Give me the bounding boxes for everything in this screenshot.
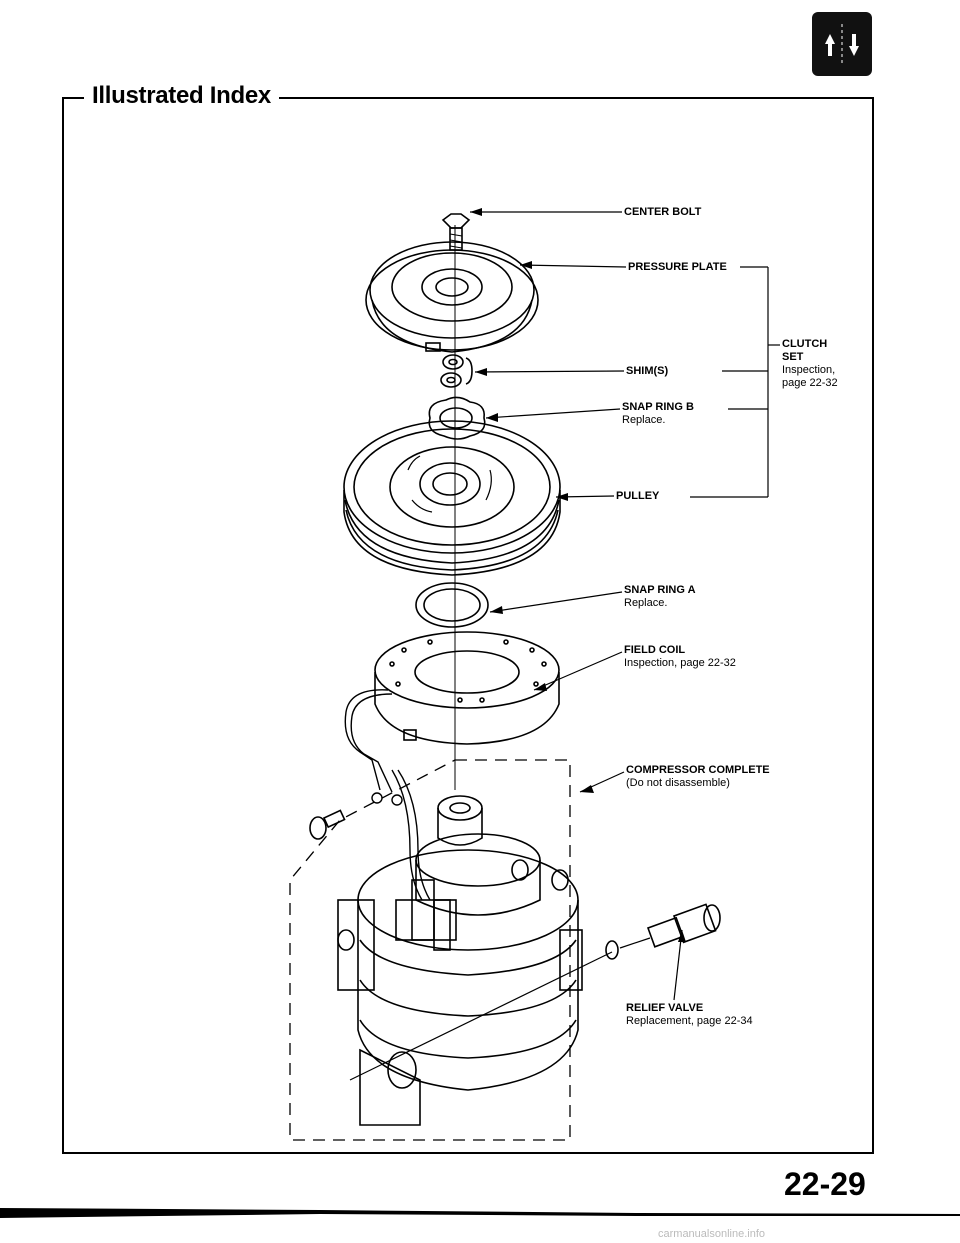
snap-ring-b-label: SNAP RING B (622, 401, 694, 413)
bottom-rule (0, 1208, 960, 1218)
clutch-set-note-line1: Inspection, (782, 364, 836, 376)
clutch-set-label-line1: CLUTCH (782, 338, 828, 350)
compressor-label: COMPRESSOR COMPLETE (626, 764, 770, 776)
relief-valve-icon (605, 903, 721, 960)
center-bolt-label: CENTER BOLT (624, 206, 702, 218)
leader-arrowheads (470, 208, 686, 942)
nav-arrows-icon (812, 12, 872, 76)
mounting-bolt-icon (309, 809, 346, 840)
pulley-icon (343, 420, 561, 576)
field-coil-label: FIELD COIL (624, 644, 686, 656)
center-bolt-icon (441, 213, 471, 251)
pressure-plate-icon (365, 241, 539, 353)
section-title: Illustrated Index (84, 82, 279, 110)
snap-ring-a-label: SNAP RING A (624, 584, 696, 596)
field-coil-icon (374, 631, 560, 745)
clutch-set-note-line2: page 22-32 (782, 377, 838, 389)
snap-ring-b-icon (428, 396, 486, 440)
leader-lines (349, 211, 780, 1081)
relief-valve-note: Replacement, page 22-34 (626, 1015, 753, 1027)
pressure-plate-label: PRESSURE PLATE (628, 261, 727, 273)
relief-valve-label: RELIEF VALVE (626, 1002, 704, 1014)
shims-label: SHIM(S) (626, 365, 669, 377)
index-frame (62, 97, 874, 1154)
compressor-note: (Do not disassemble) (626, 777, 730, 789)
frame-top-rule (262, 97, 872, 99)
shims-icon (440, 354, 473, 388)
compressor-dashed-outline (289, 759, 571, 1141)
watermark: carmanualsonline.info (658, 1228, 766, 1240)
snap-ring-a-note: Replace. (624, 597, 668, 609)
snap-ring-b-note: Replace. (622, 414, 666, 426)
pulley-label: PULLEY (616, 490, 660, 502)
clutch-set-label-line2: SET (782, 351, 804, 363)
compressor-icon (337, 795, 583, 1126)
page-number: 22-29 (784, 1166, 866, 1202)
frame-top-rule (62, 97, 84, 99)
field-coil-note: Inspection, page 22-32 (624, 657, 736, 669)
snap-ring-a-icon (415, 582, 489, 628)
